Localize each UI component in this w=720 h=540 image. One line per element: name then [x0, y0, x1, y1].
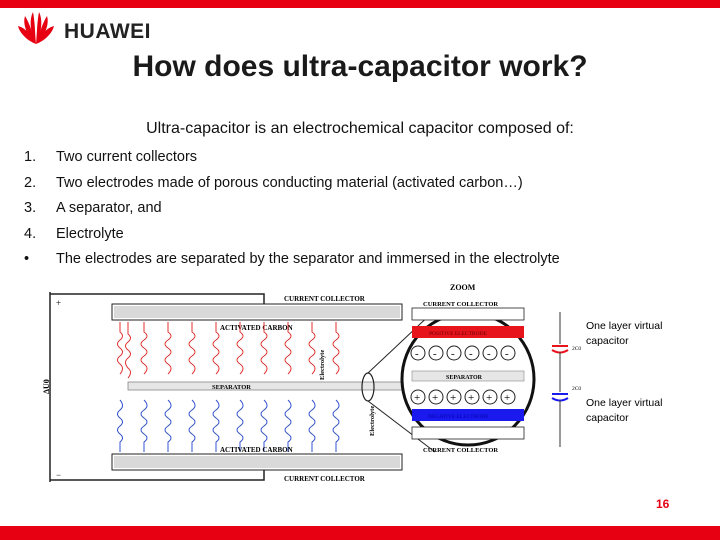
- svg-text:-: -: [451, 348, 455, 360]
- zoom-collector-top: [411, 307, 525, 321]
- list-item: 1.Two current collectors: [24, 149, 198, 165]
- zoom-lines: [367, 309, 436, 453]
- svg-text:+: +: [414, 392, 420, 404]
- positive-terminal: +: [56, 298, 61, 308]
- bottom-carbon-label: ACTIVATED CARBON: [220, 446, 293, 454]
- list-item: •The electrodes are separated by the sep…: [24, 251, 560, 267]
- top-accent-bar: [0, 0, 720, 8]
- ultracapacitor-diagram: + − ΔU0 CURRENT COLLECTOR ACTIVATED CARB…: [42, 283, 662, 483]
- bottom-collector-fill: [114, 456, 400, 468]
- negative-terminal: −: [56, 470, 61, 480]
- separator: [127, 381, 409, 391]
- svg-text:-: -: [469, 348, 473, 360]
- cap-value-2: 2C0: [572, 386, 581, 392]
- list-item: 3.A separator, and: [24, 200, 162, 216]
- svg-text:+: +: [468, 392, 474, 404]
- negative-electrode-label: NEGATIVE ELECTRODE: [428, 414, 489, 420]
- zoom-separator: [411, 370, 525, 382]
- electrolyte-label-bottom: Electrolyte: [369, 406, 376, 436]
- zoom-collector-bottom: [411, 426, 525, 440]
- svg-text:+: +: [504, 392, 510, 404]
- slide-intro: Ultra-capacitor is an electrochemical ca…: [146, 120, 574, 137]
- negative-electrode: [412, 409, 524, 421]
- negative-charges: - - - - - -: [410, 345, 516, 361]
- separator-label: SEPARATOR: [212, 384, 251, 391]
- slide-title: How does ultra-capacitor work?: [132, 50, 588, 83]
- zoom-collector-top-label: CURRENT COLLECTOR: [423, 301, 498, 308]
- top-carbon-label: ACTIVATED CARBON: [220, 324, 293, 332]
- cap-label-1-line-2: capacitor: [586, 335, 629, 347]
- top-collector-label: CURRENT COLLECTOR: [284, 295, 366, 303]
- top-collector-fill: [114, 306, 400, 318]
- bottom-accent-bar: [0, 526, 720, 540]
- zoom-label: ZOOM: [450, 283, 476, 292]
- cap-label-2-line-1: One layer virtual: [586, 397, 662, 409]
- cap-value-1: 2C0: [572, 346, 581, 352]
- huawei-logo-icon: [18, 12, 54, 44]
- zoom-collector-bottom-label: CURRENT COLLECTOR: [423, 447, 498, 454]
- page-number: 16: [656, 497, 670, 511]
- svg-text:-: -: [433, 348, 437, 360]
- svg-text:+: +: [450, 392, 456, 404]
- bottom-collector-label: CURRENT COLLECTOR: [284, 475, 366, 483]
- components-list: 1.Two current collectors 2.Two electrode…: [24, 147, 560, 275]
- cap-label-2-line-2: capacitor: [586, 412, 629, 424]
- svg-text:+: +: [486, 392, 492, 404]
- svg-text:-: -: [505, 348, 509, 360]
- svg-text:-: -: [487, 348, 491, 360]
- cap-label-1-line-1: One layer virtual: [586, 320, 662, 332]
- positive-carbon-layer: [117, 322, 340, 379]
- zoom-separator-label: SEPARATOR: [446, 375, 483, 381]
- svg-text:+: +: [432, 392, 438, 404]
- brand-name: HUAWEI: [64, 20, 151, 43]
- positive-charges: + + + + + +: [410, 389, 516, 405]
- voltage-wiring: [49, 292, 265, 482]
- negative-carbon-layer: [117, 399, 340, 452]
- electrolyte-label-top: Electrolyte: [319, 350, 326, 380]
- virtual-capacitor-symbols: [551, 312, 569, 447]
- list-item: 4.Electrolyte: [24, 225, 124, 242]
- positive-electrode-label: POSITIVE ELECTRODE: [429, 331, 488, 337]
- voltage-label: ΔU0: [42, 379, 51, 394]
- list-item: 2.Two electrodes made of porous conducti…: [24, 174, 523, 191]
- positive-electrode: [412, 326, 524, 338]
- svg-text:-: -: [415, 348, 419, 360]
